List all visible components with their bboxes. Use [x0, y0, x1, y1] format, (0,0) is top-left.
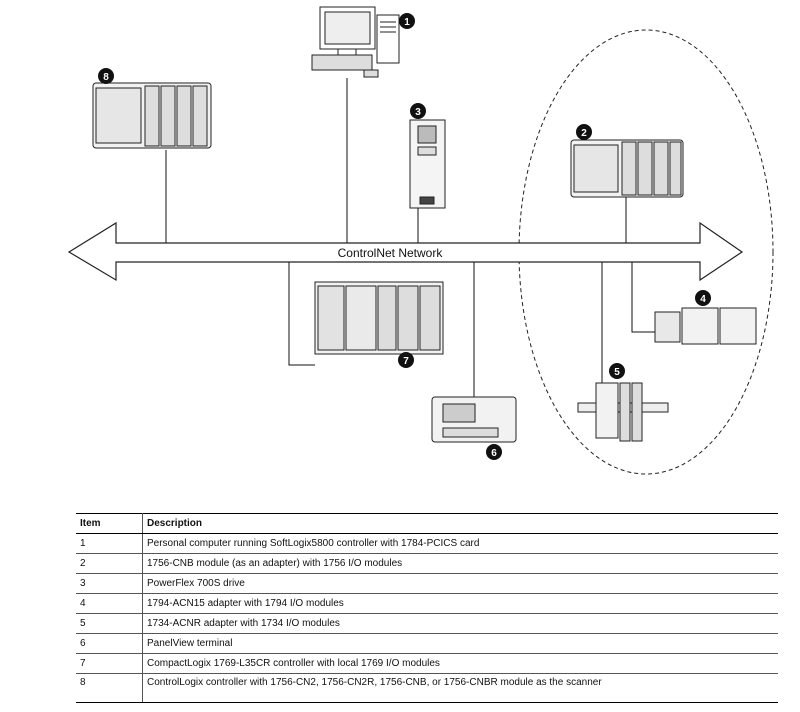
description-cell: 1756-CNB module (as an adapter) with 175… [142, 553, 778, 574]
badge-2: 2 [576, 124, 592, 140]
badge-1: 1 [399, 13, 415, 29]
network-label: ControlNet Network [338, 246, 444, 260]
description-cell: ControlLogix controller with 1756-CN2, 1… [142, 673, 778, 703]
svg-text:7: 7 [403, 356, 409, 367]
svg-text:6: 6 [491, 448, 497, 459]
badge-3: 3 [410, 103, 426, 119]
controllogix-chassis-icon [92, 82, 212, 149]
point-io-modules-icon [577, 382, 669, 442]
drop-lines [165, 78, 655, 400]
compactlogix-controller-icon [314, 281, 444, 355]
description-cell: Personal computer running SoftLogix5800 … [142, 533, 778, 554]
controlnet-diagram: ControlNet Network [67, 6, 774, 475]
item-cell: 5 [76, 613, 143, 634]
svg-text:5: 5 [614, 367, 620, 378]
description-cell: 1794-ACN15 adapter with 1794 I/O modules [142, 593, 778, 614]
badge-6: 6 [486, 444, 502, 460]
item-cell: 2 [76, 553, 143, 574]
table-header-row: Item Description [76, 513, 778, 534]
dashed-group-ellipse [518, 29, 774, 475]
svg-text:2: 2 [581, 128, 587, 139]
description-cell: PanelView terminal [142, 633, 778, 654]
svg-text:8: 8 [103, 72, 109, 83]
description-cell: 1734-ACNR adapter with 1734 I/O modules [142, 613, 778, 634]
item-cell: 7 [76, 653, 143, 674]
item-cell: 8 [76, 673, 143, 703]
description-cell: CompactLogix 1769-L35CR controller with … [142, 653, 778, 674]
item-cell: 6 [76, 633, 143, 654]
computer-icon [311, 6, 400, 78]
svg-text:3: 3 [415, 107, 421, 118]
flex-io-modules-icon [654, 307, 757, 345]
item-column-header: Item [76, 513, 143, 534]
badge-5: 5 [609, 363, 625, 379]
controlnet-arrow [67, 221, 744, 282]
item-cell: 1 [76, 533, 143, 554]
description-column-header: Description [142, 513, 778, 534]
svg-text:4: 4 [700, 294, 706, 305]
item-cell: 3 [76, 573, 143, 594]
powerflex-drive-icon [409, 119, 446, 209]
badge-7: 7 [398, 352, 414, 368]
cnb-adapter-chassis-icon [570, 139, 684, 198]
svg-text:1: 1 [404, 17, 410, 28]
badge-8: 8 [98, 68, 114, 84]
badge-4: 4 [695, 290, 711, 306]
panelview-terminal-icon [431, 396, 517, 443]
description-cell: PowerFlex 700S drive [142, 573, 778, 594]
item-cell: 4 [76, 593, 143, 614]
